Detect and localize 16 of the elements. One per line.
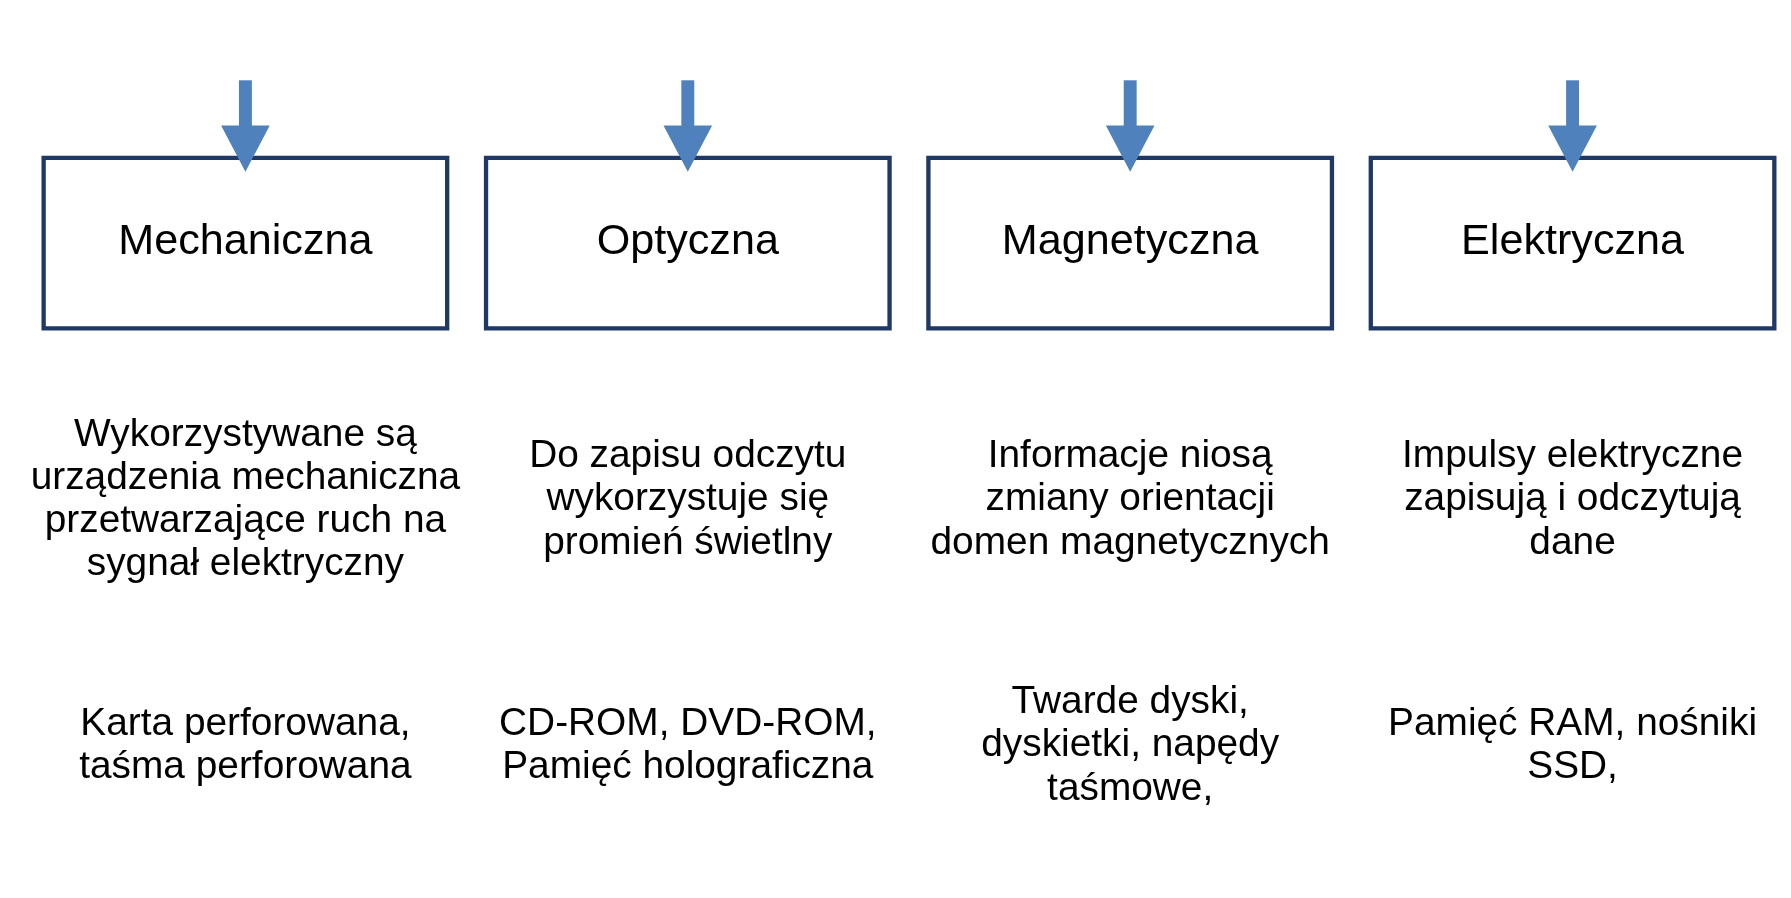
node-box: Optyczna — [483, 155, 892, 330]
label: Pamięć RAM, nośniki SSD, — [1388, 699, 1758, 786]
node-box: Elektryczna — [1368, 155, 1777, 330]
label: CD-ROM, DVD-ROM, Pamięć holograficzna — [499, 699, 877, 786]
label: Impulsy elektryczne zapisują i odczytują dane — [1402, 431, 1744, 562]
arrow — [221, 79, 270, 172]
arrow — [663, 79, 713, 172]
label: Wykorzystywane są urządzenia mechaniczna przetwarzające ruch na sygnał elektryczny — [30, 410, 461, 583]
arrow — [1105, 79, 1155, 172]
label: Karta perforowana, taśma perforowana — [79, 699, 412, 786]
arrow — [1548, 79, 1597, 172]
label: Twarde dyski, dyskietki, napędy taśmowe, — [981, 677, 1280, 808]
label: Do zapisu odczytu wykorzystuje się promień świetlny — [529, 431, 847, 562]
node-box: Mechaniczna — [41, 155, 450, 330]
label: Informacje niosą zmiany orientacji domen magnetycznych — [930, 431, 1330, 562]
node-box: Magnetyczna — [926, 155, 1335, 330]
